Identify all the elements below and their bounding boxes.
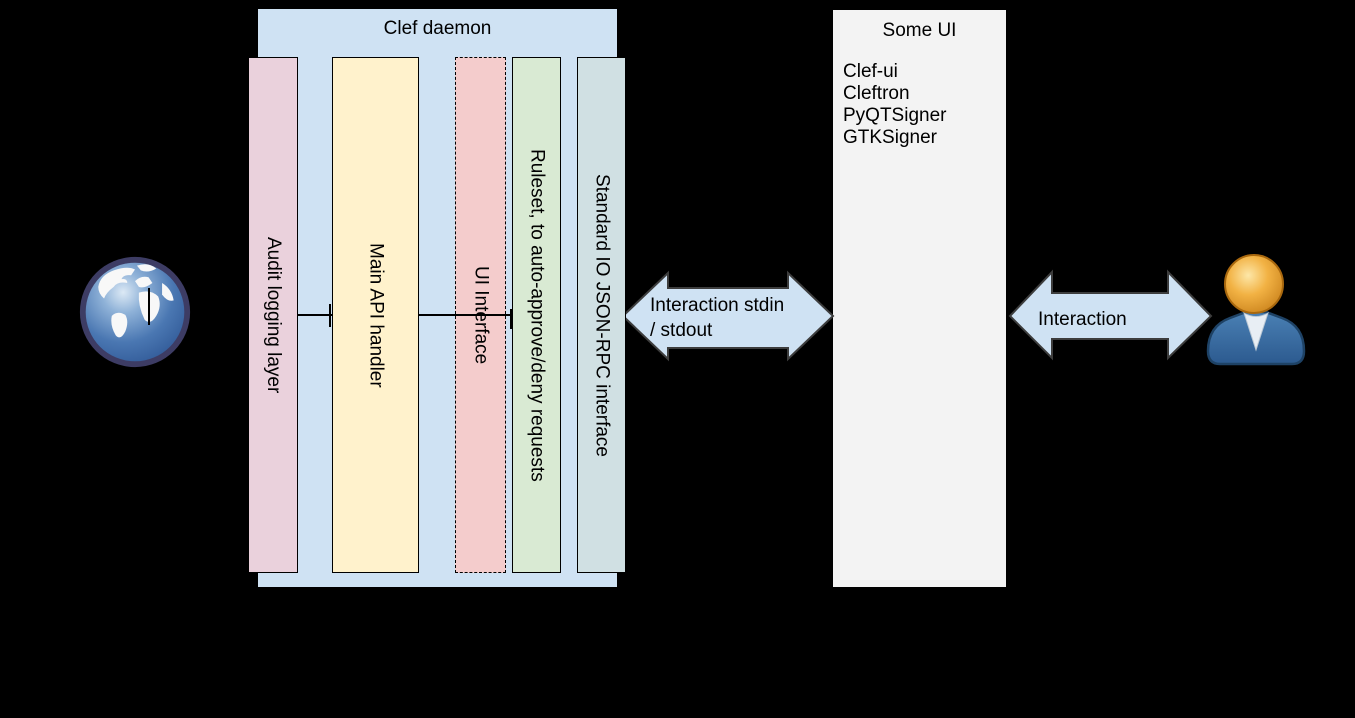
column-ruleset: Ruleset, to auto-approve/deny requests <box>512 57 561 573</box>
list-item: GTKSigner <box>843 127 937 148</box>
column-audit-logging-layer: Audit logging layer <box>248 57 298 573</box>
list-item: Cleftron <box>843 83 910 104</box>
list-item: PyQTSigner <box>843 105 947 126</box>
user-interaction-arrow <box>1008 269 1213 361</box>
user-arrow-label: Interaction <box>1038 309 1127 330</box>
column-main-api-handler: Main API handler <box>332 57 419 573</box>
stdio-arrow-label: Interaction stdin / stdout <box>650 293 820 343</box>
list-item: Clef-ui <box>843 61 898 82</box>
caret-line <box>148 288 150 325</box>
double-arrow-shape <box>621 270 835 362</box>
connector-tick-b <box>510 309 512 329</box>
clef-daemon-title: Clef daemon <box>383 18 492 39</box>
column-label: Ruleset, to auto-approve/deny requests <box>526 148 548 482</box>
stdio-arrow-label-line1: Interaction stdin <box>650 295 785 316</box>
connector-tick-a <box>329 304 331 327</box>
globe-icon <box>77 254 193 370</box>
some-ui-box <box>832 9 1007 588</box>
column-label: Standard IO JSON-RPC interface <box>591 173 613 457</box>
clef-daemon-box <box>257 8 618 588</box>
stdio-interaction-arrow <box>621 270 835 362</box>
some-ui-title: Some UI <box>882 20 957 41</box>
column-stdio-jsonrpc-interface: Standard IO JSON-RPC interface <box>577 57 626 573</box>
stdio-arrow-label-line2: / stdout <box>650 320 713 341</box>
user-icon <box>1206 252 1306 367</box>
double-arrow-shape <box>1008 269 1213 361</box>
column-label: Main API handler <box>365 242 387 388</box>
column-label: Audit logging layer <box>263 236 284 394</box>
some-ui-list: Clef-ui Cleftron PyQTSigner GTKSigner <box>843 61 1003 149</box>
